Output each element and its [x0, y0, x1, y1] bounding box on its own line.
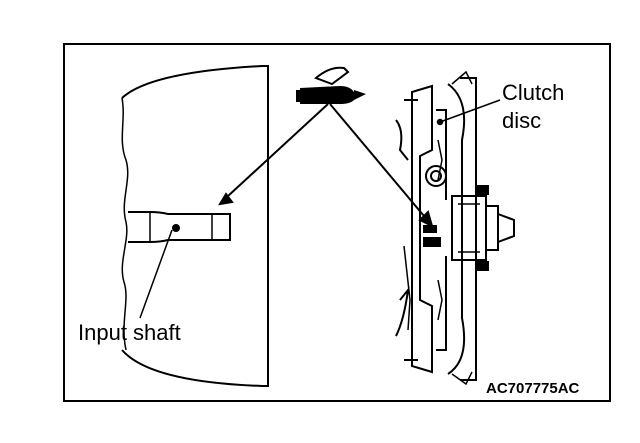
clutch-disc-label-line2: disc [502, 108, 541, 133]
leader-lines [139, 99, 501, 319]
application-arrows [218, 103, 434, 228]
figure-code: AC707775AC [486, 380, 580, 397]
transmission-housing [121, 65, 269, 387]
input-shaft [128, 211, 231, 243]
clutch-disc-label-line1: Clutch [502, 80, 564, 105]
grease-applicator-icon [296, 66, 366, 104]
clutch-assembly [395, 70, 515, 386]
figure-frame [63, 43, 611, 402]
input-shaft-label: Input shaft [78, 320, 181, 345]
